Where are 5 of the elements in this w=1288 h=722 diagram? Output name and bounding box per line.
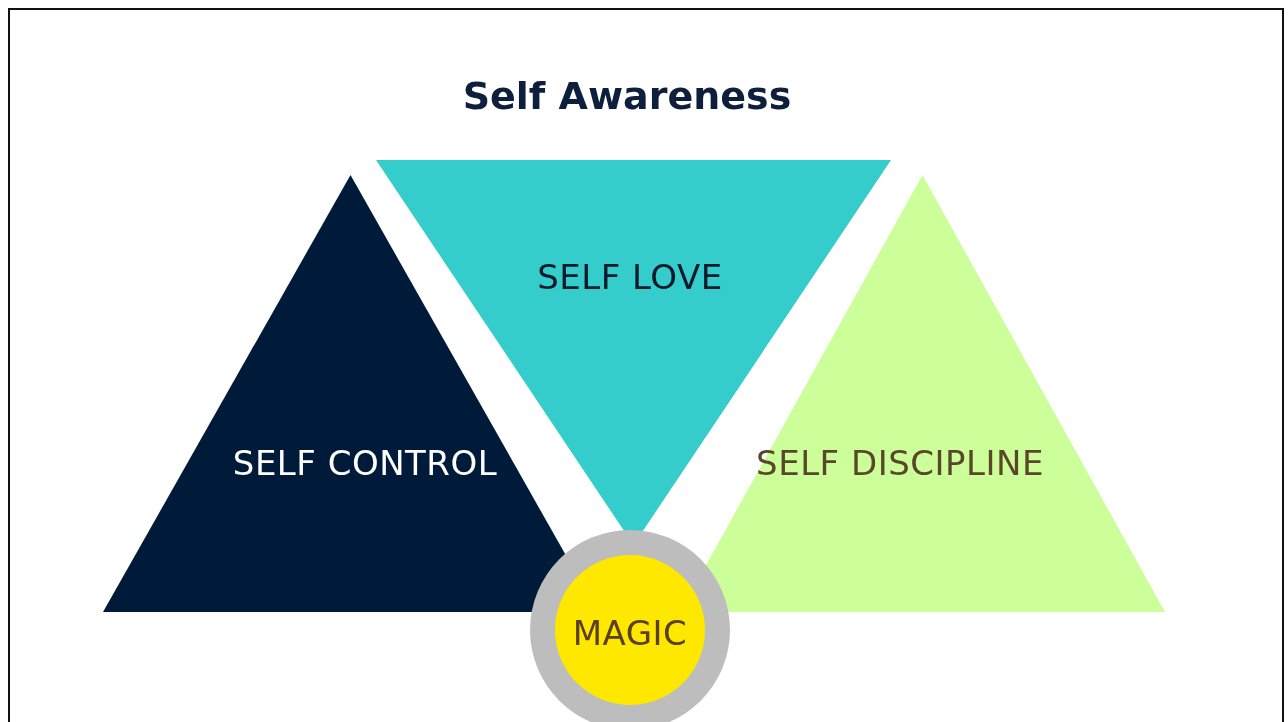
segment-label: MAGIC bbox=[572, 613, 688, 653]
segment-label: SELF DISCIPLINE bbox=[756, 443, 1044, 483]
diagram-title: Self Awareness bbox=[462, 74, 792, 118]
segment-label: SELF CONTROL bbox=[232, 443, 498, 483]
segment-label: SELF LOVE bbox=[537, 257, 723, 297]
